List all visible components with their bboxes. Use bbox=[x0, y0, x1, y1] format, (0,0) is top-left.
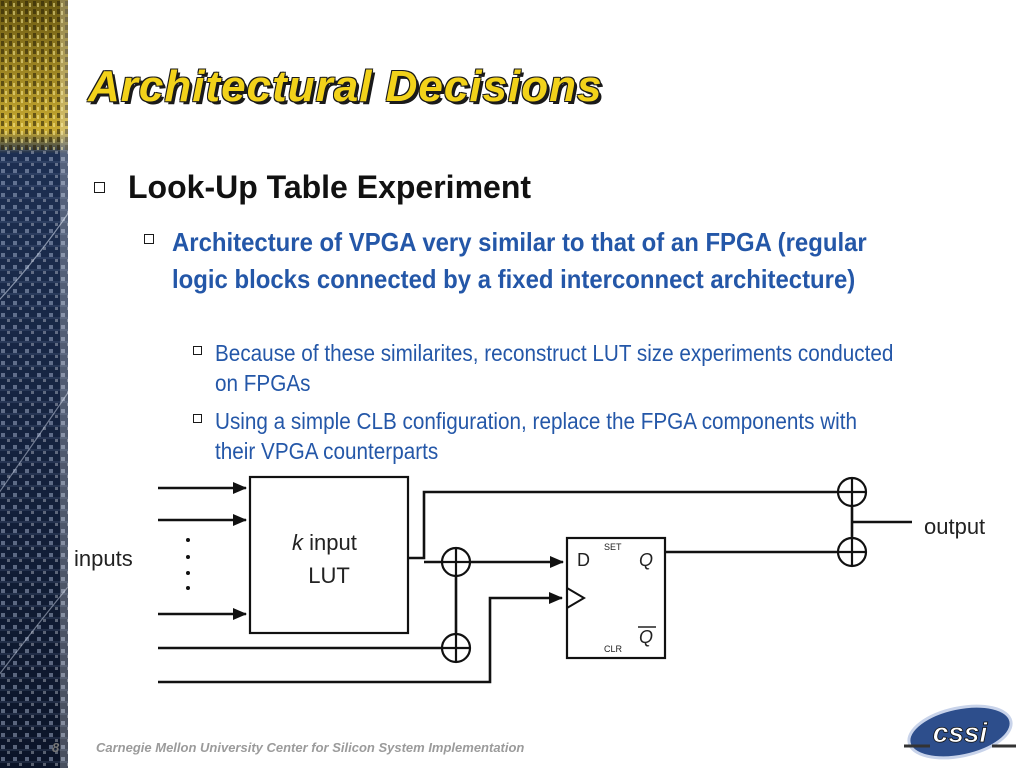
bullet-level3-text-2: Using a simple CLB configuration, replac… bbox=[215, 408, 858, 464]
clb-diagram: k input LUT inputs output D Q Q SET CLR bbox=[74, 475, 985, 684]
inputs-label: inputs bbox=[74, 546, 133, 571]
mux-icon bbox=[440, 632, 472, 664]
lut-output-wire bbox=[408, 490, 838, 560]
decorative-side-strip bbox=[0, 0, 68, 768]
bullet-square-icon bbox=[193, 346, 202, 355]
ff-d-label: D bbox=[577, 550, 590, 570]
bullet-level3-text-1: Because of these similarites, reconstruc… bbox=[215, 340, 894, 396]
bullet-square-icon bbox=[144, 234, 154, 244]
mux-icon bbox=[440, 546, 472, 578]
flip-flop-box bbox=[565, 536, 667, 660]
bullet-square-icon bbox=[193, 414, 202, 423]
slide-title: Architectural Decisions bbox=[88, 62, 603, 111]
clock-input-wire bbox=[158, 592, 563, 684]
lut-box bbox=[248, 475, 410, 635]
ff-set-label: SET bbox=[604, 542, 622, 552]
circuit-pattern-image bbox=[0, 0, 68, 768]
bullet-square-icon bbox=[94, 182, 105, 193]
lut-label-line1: k input bbox=[292, 530, 357, 555]
ff-q-label: Q bbox=[639, 550, 653, 570]
ff-qbar-label: Q bbox=[639, 627, 653, 647]
clock-triangle-icon bbox=[566, 587, 586, 609]
ff-clr-label: CLR bbox=[604, 644, 623, 654]
lut-label-line2: LUT bbox=[308, 563, 350, 588]
slide-number: 8 bbox=[52, 740, 60, 755]
svg-text:cssi: cssi bbox=[933, 717, 989, 748]
bullet-level2-text: Architecture of VPGA very similar to tha… bbox=[172, 227, 867, 294]
cssi-logo: cssi bbox=[904, 704, 1016, 760]
bullet-level1-text: Look-Up Table Experiment bbox=[128, 169, 532, 205]
footer-text: Carnegie Mellon University Center for Si… bbox=[96, 740, 525, 755]
output-label: output bbox=[924, 514, 985, 539]
mux-icon bbox=[836, 536, 868, 568]
mux-icon bbox=[836, 476, 868, 508]
ellipsis-dots bbox=[186, 538, 190, 590]
